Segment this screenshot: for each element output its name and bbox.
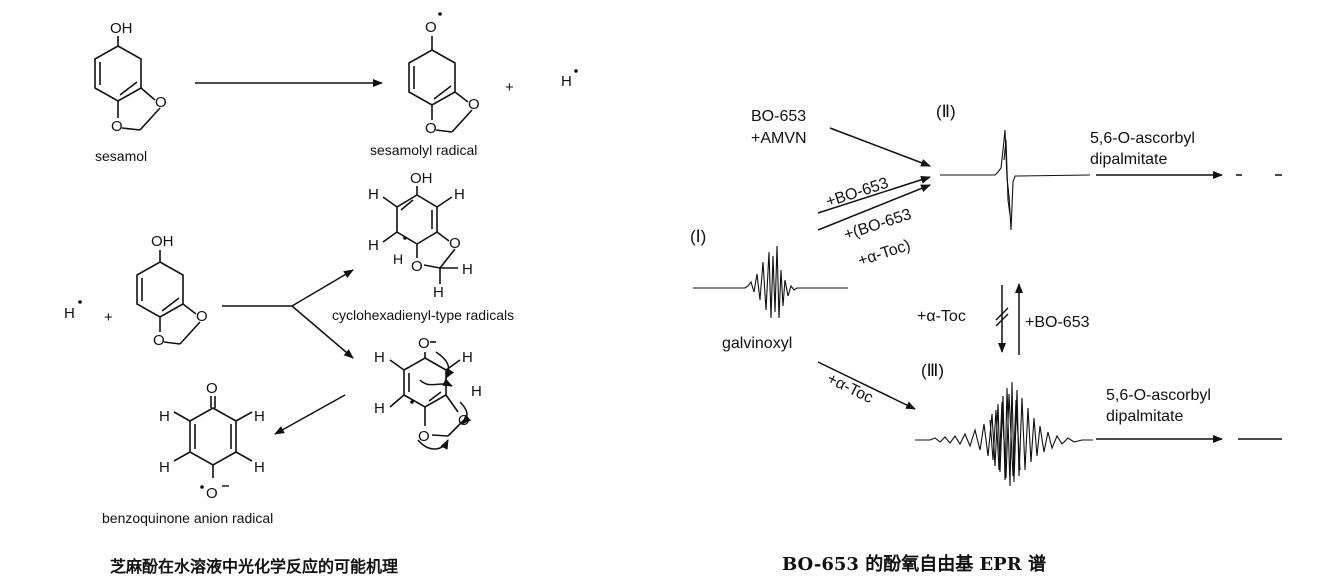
h-label: H (454, 186, 465, 203)
down-arrow-label: +α-Toc (917, 308, 966, 325)
h-label: H (462, 349, 473, 366)
curly-arrow (419, 378, 453, 387)
epr-spectrum-1 (693, 245, 848, 319)
h-label: H (433, 284, 444, 301)
h-radical-label: H (64, 305, 75, 322)
radical-dot (78, 300, 82, 304)
bo653-amvn-label-line2: +AMVN (751, 130, 807, 147)
left-mechanism-panel: OH O O sesamol O O O + H sesamolyl radic… (64, 12, 578, 576)
o-label: O (425, 19, 437, 36)
o-label: O (468, 96, 480, 113)
oh-label: OH (151, 233, 174, 250)
h-label: H (393, 251, 403, 267)
o-label: O (418, 428, 430, 445)
spectrum-2-numeral: (Ⅱ) (936, 102, 956, 121)
arrow-bo653-toc (817, 184, 931, 231)
arrow-toc (817, 361, 916, 410)
oh-label: OH (110, 20, 133, 37)
sesamol-structure: OH O O (94, 20, 167, 135)
h-label: H (254, 459, 265, 476)
sesamol-structure-2: OH O O (136, 233, 208, 349)
epr-spectrum-2 (940, 129, 1091, 231)
h-label: H (368, 237, 379, 254)
o-label: O (458, 412, 470, 429)
ascorbyl-bottom-line2: dipalmitate (1106, 408, 1183, 425)
ascorbyl-top-line1: 5,6-O-ascorbyl (1090, 130, 1195, 147)
cyclohexadienyl-structure-1: OH H H H H O O H H (368, 170, 473, 301)
arrow-amvn (829, 127, 931, 167)
bar-mark (995, 307, 1009, 321)
h-label: H (374, 349, 385, 366)
bar-mark (995, 313, 1009, 327)
h-label: H (368, 186, 379, 203)
h-label: H (159, 408, 170, 425)
sesamolyl-label: sesamolyl radical (370, 142, 477, 158)
o-label: O (411, 258, 423, 275)
plus-sign: + (104, 309, 113, 326)
curly-arrow (459, 401, 472, 425)
benzoquinone-label: benzoquinone anion radical (102, 510, 273, 526)
arrow-bo653 (817, 175, 931, 214)
o-label: O (418, 335, 430, 352)
o-label: O (153, 332, 165, 349)
sesamol-label: sesamol (95, 148, 147, 164)
right-epr-panel: BO-653 +AMVN (Ⅱ) +BO-653 +(BO-653 +α-Toc… (690, 102, 1282, 575)
bo653-amvn-label-line1: BO-653 (751, 108, 806, 125)
right-caption: BO-653 的酚氧自由基 EPR 谱 (782, 553, 1046, 575)
reaction-arrow-2 (274, 394, 346, 435)
branch-arrow-up (291, 269, 354, 307)
o-minus-label: O (206, 485, 218, 502)
spectrum-3-numeral: (Ⅲ) (921, 361, 944, 380)
up-arrow-label: +BO-653 (1025, 314, 1090, 331)
o-label: O (111, 118, 123, 135)
epr-spectrum-3 (915, 381, 1093, 487)
benzoquinone-structure: O H H H H O (159, 380, 265, 502)
galvinoxyl-label: galvinoxyl (722, 335, 792, 352)
ascorbyl-bottom-line1: 5,6-O-ascorbyl (1106, 387, 1211, 404)
h-label: H (159, 459, 170, 476)
curly-arrow (435, 351, 455, 379)
h-radical-label: H (561, 73, 572, 90)
o-label: O (155, 94, 167, 111)
radical-dot (410, 400, 414, 404)
oh-label: OH (410, 170, 433, 187)
h-label: H (374, 400, 385, 417)
left-caption: 芝麻酚在水溶液中光化学反应的可能机理 (110, 557, 398, 576)
h-label: H (462, 261, 473, 278)
radical-dot (574, 69, 578, 73)
curly-arrow (417, 439, 449, 450)
branch-arrow-down (291, 305, 354, 359)
o-label: O (425, 120, 437, 137)
radical-dot (438, 12, 442, 16)
arrow-toc-label: +α-Toc (824, 370, 875, 407)
h-label: H (254, 408, 265, 425)
radical-dot (200, 485, 204, 489)
o-label: O (449, 235, 461, 252)
o-label: O (196, 308, 208, 325)
arrow-bo653-toc-label-line2: +α-Toc) (856, 237, 913, 270)
ascorbyl-top-line2: dipalmitate (1090, 151, 1167, 168)
plus-sign: + (505, 79, 514, 96)
h-label: H (471, 383, 482, 400)
sesamolyl-structure: O O O (408, 12, 480, 137)
radical-dot (403, 236, 407, 240)
o-label: O (206, 380, 218, 397)
spectrum-1-numeral: (Ⅰ) (690, 227, 706, 246)
cyclohexadienyl-structure-2: O H H H H O O (374, 335, 482, 450)
cyclohexadienyl-label: cyclohexadienyl-type radicals (332, 307, 514, 323)
